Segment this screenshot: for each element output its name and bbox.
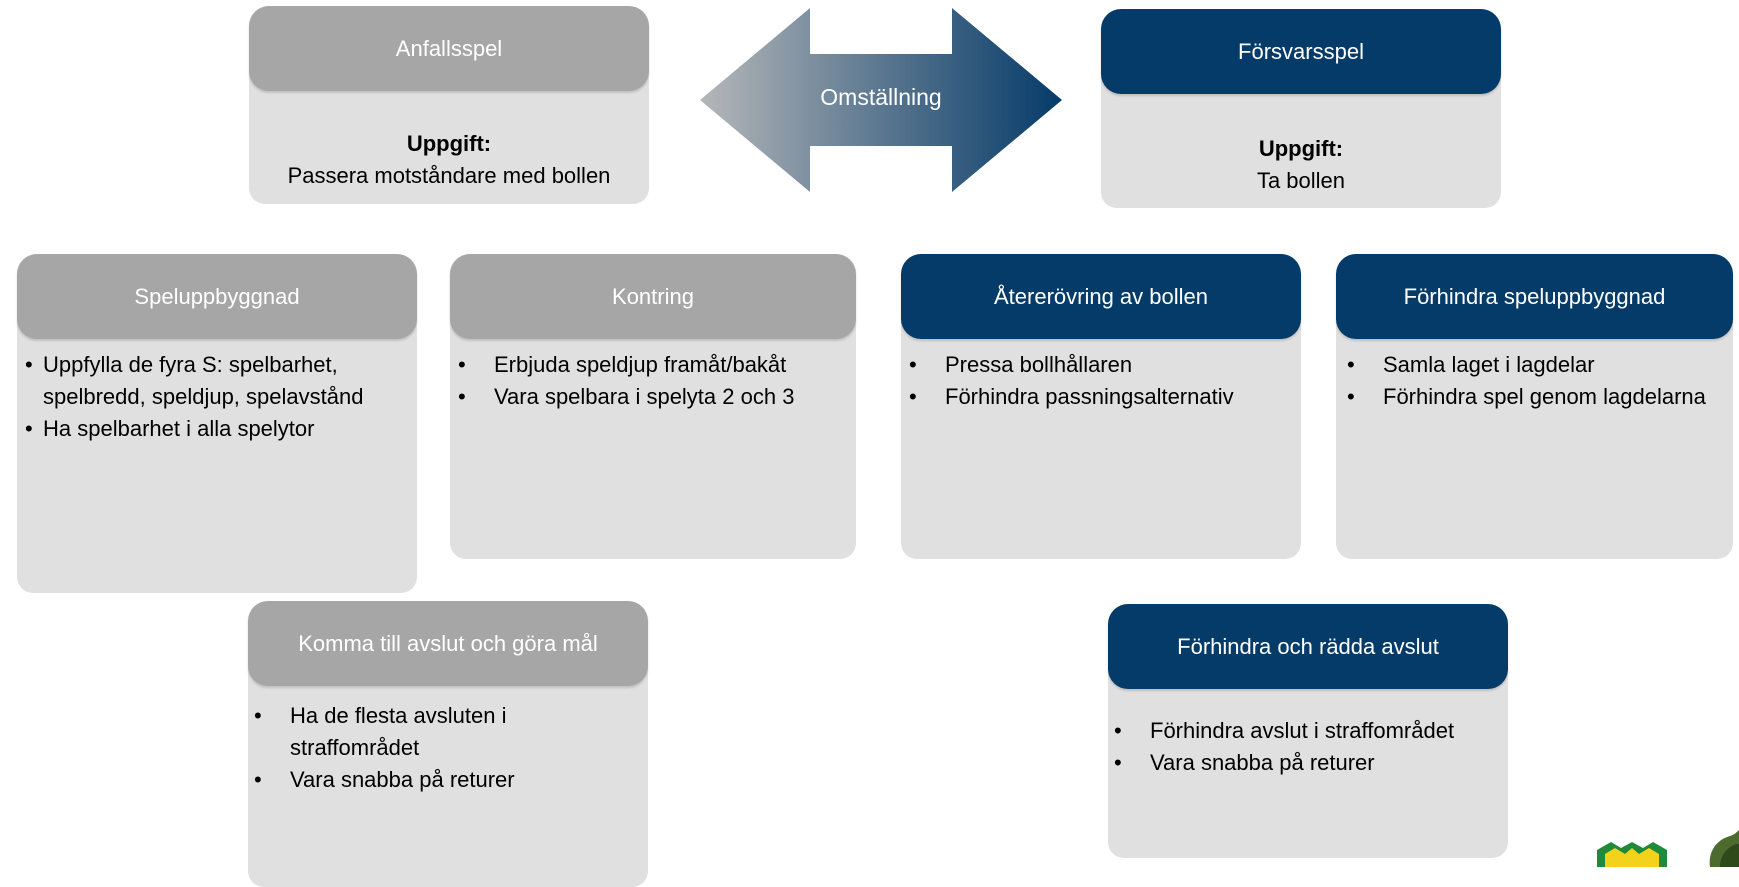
finish-card: Komma till avslut och göra mål •Ha de fl…	[248, 601, 648, 887]
prevent-finish-list: •Förhindra avslut i straffområdet •Vara …	[1114, 715, 1504, 779]
attack-task-label: Uppgift:	[406, 131, 492, 156]
recovery-list: •Pressa bollhållaren •Förhindra passning…	[909, 349, 1299, 413]
prevent-build-list: •Samla laget i lagdelar •Förhindra spel …	[1347, 349, 1707, 413]
defense-title: Försvarsspel	[1101, 9, 1501, 94]
list-item: •Vara spelbara i spelyta 2 och 3	[458, 384, 795, 409]
club-crest-icon	[1597, 842, 1667, 867]
list-item: •Ha spelbarhet i alla spelytor	[25, 416, 315, 441]
list-item: •Ha de flesta avsluten i straffområdet	[254, 703, 507, 760]
list-item: •Pressa bollhållaren	[909, 352, 1133, 377]
list-item: •Förhindra avslut i straffområdet	[1114, 718, 1455, 743]
recovery-card: Återerövring av bollen •Pressa bollhålla…	[901, 254, 1301, 559]
list-item: •Vara snabba på returer	[254, 767, 515, 792]
list-item: •Vara snabba på returer	[1114, 750, 1375, 775]
build-up-card: Speluppbyggnad •Uppfylla de fyra S: spel…	[17, 254, 417, 593]
list-item: •Samla laget i lagdelar	[1347, 352, 1595, 377]
prevent-finish-card: Förhindra och rädda avslut •Förhindra av…	[1108, 604, 1508, 858]
defense-task-label: Uppgift:	[1258, 136, 1344, 161]
list-item: •Erbjuda speldjup framåt/bakåt	[458, 352, 787, 377]
attack-card: Anfallsspel Uppgift: Passera motståndare…	[249, 6, 649, 204]
transition-double-arrow	[700, 8, 1062, 192]
prevent-finish-title: Förhindra och rädda avslut	[1108, 604, 1508, 689]
list-item: •Förhindra passningsalternativ	[909, 384, 1234, 409]
counter-list: •Erbjuda speldjup framåt/bakåt •Vara spe…	[458, 349, 848, 413]
counter-card: Kontring •Erbjuda speldjup framåt/bakåt …	[450, 254, 856, 559]
finish-list: •Ha de flesta avsluten i straffområdet •…	[254, 700, 574, 796]
defense-card: Försvarsspel Uppgift: Ta bollen	[1101, 9, 1501, 208]
transition-label: Omställning	[820, 84, 942, 110]
defense-task-text: Ta bollen	[1256, 168, 1346, 193]
build-up-list: •Uppfylla de fyra S: spelbarhet, spelbre…	[25, 349, 415, 445]
build-up-title: Speluppbyggnad	[17, 254, 417, 339]
list-item: •Uppfylla de fyra S: spelbarhet, spelbre…	[25, 352, 364, 409]
list-item: •Förhindra spel genom lagdelarna	[1347, 384, 1706, 409]
recovery-title: Återerövring av bollen	[901, 254, 1301, 339]
finish-title: Komma till avslut och göra mål	[248, 601, 648, 686]
attack-task-text: Passera motståndare med bollen	[287, 163, 611, 188]
counter-title: Kontring	[450, 254, 856, 339]
club-mascot-icon	[1709, 830, 1739, 867]
attack-title: Anfallsspel	[249, 6, 649, 91]
prevent-build-title: Förhindra speluppbyggnad	[1336, 254, 1733, 339]
prevent-build-card: Förhindra speluppbyggnad •Samla laget i …	[1336, 254, 1733, 559]
